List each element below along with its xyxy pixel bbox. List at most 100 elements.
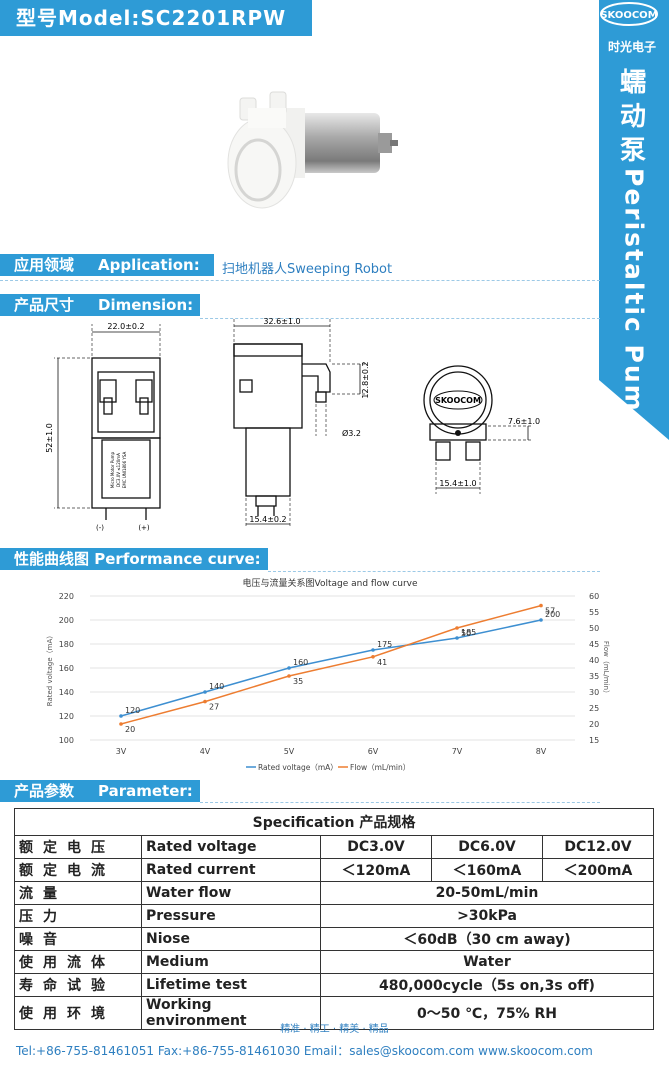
footer-contact: Tel:+86-755-81461051 Fax:+86-755-8146103… [16, 1044, 593, 1058]
product-name-en: Peristaltic Pump [619, 168, 649, 433]
divider [200, 802, 600, 803]
tube-diameter-label: Ø3.2 [342, 428, 361, 438]
data-point [539, 618, 543, 622]
y-axis-label: Rated voltage（mA） [46, 632, 54, 706]
y2-tick-label: 45 [589, 640, 599, 649]
y-tick-label: 200 [59, 616, 74, 625]
data-label: 57 [545, 607, 555, 616]
series-line [120, 604, 542, 725]
data-label: 160 [293, 658, 308, 667]
data-label: 175 [377, 640, 392, 649]
y-tick-label: 220 [59, 592, 74, 601]
x-tick-label: 3V [116, 747, 127, 756]
data-label: 50 [461, 629, 471, 638]
side-bottom-label: 15.4±0.2 [249, 515, 286, 524]
chart-title: 电压与流量关系图Voltage and flow curve [242, 577, 417, 589]
y2-tick-label: 40 [589, 656, 599, 665]
series-line [120, 619, 542, 717]
y-tick-label: 180 [59, 640, 74, 649]
y2-tick-label: 60 [589, 592, 599, 601]
skoocom-logo: SKOOCOM [600, 2, 658, 26]
legend-label: Flow（mL/min） [350, 763, 410, 772]
y-tick-label: 100 [59, 736, 74, 745]
data-label: 27 [209, 703, 219, 712]
x-tick-label: 7V [452, 747, 463, 756]
y2-tick-label: 15 [589, 736, 599, 745]
svg-text:DC3.0V ≤120mA: DC3.0V ≤120mA [116, 453, 121, 487]
front-width-label: 22.0±0.2 [107, 322, 144, 331]
brand-name-cn: 时光电子 [607, 40, 656, 54]
y2-axis-label: Flow（mL/min） [602, 641, 610, 697]
y2-tick-label: 20 [589, 720, 599, 729]
performance-header: 性能曲线图 Performance curve: [0, 548, 268, 570]
y2-tick-label: 55 [589, 608, 599, 617]
data-point [203, 690, 207, 694]
data-label: 200 [545, 610, 560, 619]
data-point [119, 714, 123, 718]
divider [200, 318, 600, 319]
svg-text:EMC UNI1806 YSA: EMC UNI1806 YSA [122, 452, 127, 489]
end-view-drawing: SKOOCOM 15.4±1.0 7.6±1.0 [423, 365, 540, 494]
product-photo [227, 91, 398, 209]
data-point [119, 722, 123, 726]
data-point [455, 636, 459, 640]
x-tick-label: 4V [200, 747, 211, 756]
data-point [539, 603, 543, 608]
plus-terminal-label: (+) [138, 524, 150, 532]
voltage-flow-chart: 电压与流量关系图Voltage and flow curve 100 120 140… [46, 577, 610, 772]
y2-tick-label: 25 [589, 704, 599, 713]
divider [268, 571, 600, 572]
data-label: 35 [293, 677, 303, 686]
spec-table-title: Specification 产品规格 [14, 808, 654, 836]
sidebar-banner: SKOOCOM 时光电子 蠕 动 泵 Peristaltic Pump [599, 0, 669, 440]
minus-terminal-label: (-) [96, 524, 104, 532]
data-label: 140 [209, 682, 224, 691]
end-view-logo: SKOOCOM [435, 396, 481, 405]
svg-text:Micro Motor Pump: Micro Motor Pump [110, 451, 115, 488]
y-tick-label: 140 [59, 688, 74, 697]
data-point [371, 648, 375, 652]
side-width-label: 32.6±1.0 [263, 317, 300, 326]
footer-slogan: 精准 · 精工 · 精美 · 精品 [280, 1024, 389, 1035]
y2-tick-label: 30 [589, 688, 599, 697]
data-label: 185 [461, 628, 476, 637]
y-tick-label: 160 [59, 664, 74, 673]
x-tick-label: 6V [368, 747, 379, 756]
data-point [371, 655, 375, 659]
data-point [287, 666, 291, 670]
product-name-cn: 蠕 动 泵 [619, 68, 646, 166]
y-tick-label: 120 [59, 712, 74, 721]
data-label: 20 [125, 725, 135, 734]
front-height-label: 52±1.0 [45, 423, 54, 453]
side-view-drawing: 32.6±1.0 12.8±0.2 Ø3.2 15.4±0.2 [233, 317, 370, 528]
x-tick-label: 8V [536, 747, 547, 756]
y2-tick-label: 50 [589, 624, 599, 633]
nozzle-label: 7.6±1.0 [508, 417, 540, 426]
legend-label: Rated voltage（mA） [258, 763, 338, 772]
sidebar-background [599, 0, 669, 440]
tube-height-label: 12.8±0.2 [361, 361, 370, 398]
svg-text:SKOOCOM: SKOOCOM [600, 10, 657, 21]
application-value: 扫地机器人Sweeping Robot [222, 262, 393, 277]
front-view-drawing: 22.0±0.2 52±1.0 Micro Motor Pump DC3.0V … [45, 322, 161, 532]
data-point [455, 626, 459, 630]
page-title: 型号Model:SC2201RPW [0, 0, 312, 36]
data-label: 120 [125, 706, 140, 715]
y2-tick-label: 35 [589, 672, 599, 681]
data-label: 41 [377, 658, 387, 667]
data-point [287, 674, 291, 678]
end-width-label: 15.4±1.0 [439, 479, 476, 488]
divider [0, 280, 600, 281]
